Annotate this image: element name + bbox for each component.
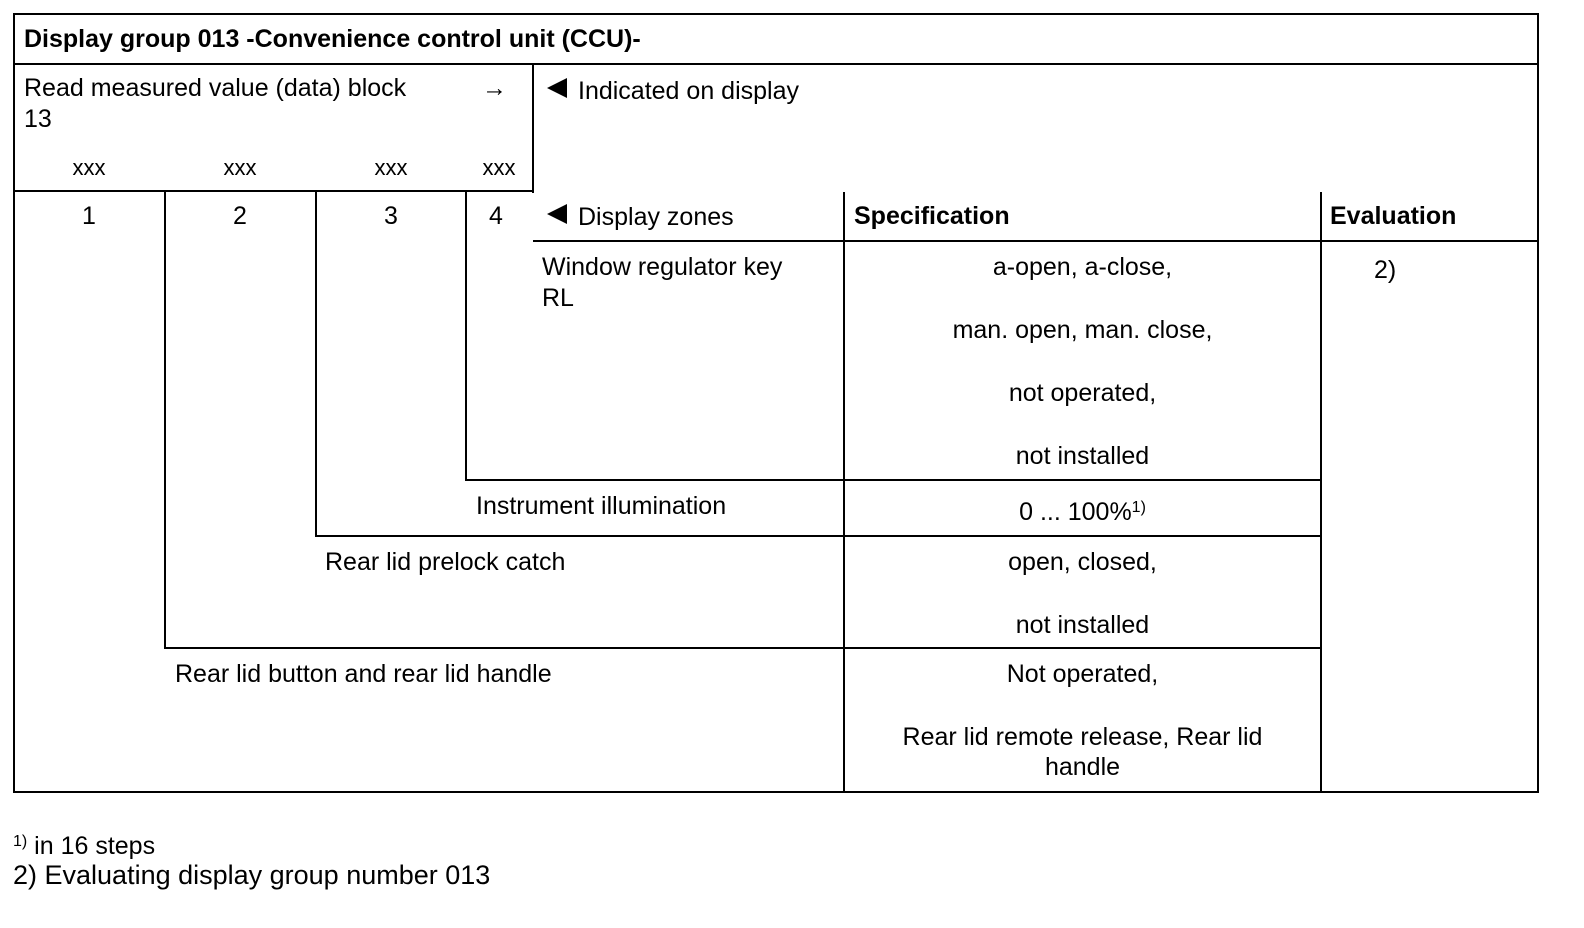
bracket-z4-bottom (465, 479, 1322, 481)
footnote-1-text: in 16 steps (27, 832, 156, 860)
field-number-1: 1 (82, 202, 96, 230)
xxx-field-4: xxx (482, 155, 516, 180)
footnote-1: 1) in 16 steps (13, 831, 155, 861)
indicated-on-display-label: Indicated on display (578, 77, 799, 105)
read-block-label: Read measured value (data) block (24, 74, 407, 102)
bracket-col3-right (465, 190, 467, 481)
zone2-spec-1: open, closed, (1008, 548, 1157, 576)
field-number-2: 2 (233, 202, 247, 230)
field-number-3: 3 (384, 202, 398, 230)
xxx-field-2: xxx (223, 155, 257, 180)
xxx-field-3: xxx (374, 155, 408, 180)
zone3-label: Instrument illumination (476, 492, 727, 520)
field-number-4: 4 (489, 202, 503, 230)
zone4-spec-4: not installed (1015, 442, 1150, 470)
pointer-triangle-icon (547, 78, 567, 98)
zone1-spec-2: Rear lid remote release, Rear lid (902, 723, 1263, 751)
header-display-zones: Display zones (578, 203, 734, 231)
header-specification: Specification (854, 202, 1010, 230)
zone4-evaluation: 2) (1374, 256, 1397, 284)
table-border-left (13, 13, 15, 793)
table-border-right (1537, 13, 1539, 793)
bracket-col2-right (315, 190, 317, 537)
zone1-label: Rear lid button and rear lid handle (175, 660, 552, 688)
zone4-spec-1: a-open, a-close, (992, 253, 1173, 281)
table-border-top (13, 13, 1539, 15)
zone4-label-line2: RL (542, 284, 574, 312)
read-block-arrow: → (482, 74, 507, 102)
zone3-spec-value: 0 ... 100% (1019, 498, 1132, 526)
spec-col-left-line (843, 192, 845, 792)
footnote-1-marker: 1) (13, 833, 28, 850)
zone1-spec-3: handle (1044, 753, 1121, 781)
readblock-right-divider (532, 63, 534, 193)
zone2-label: Rear lid prelock catch (325, 548, 566, 576)
bracket-z2-bottom (164, 647, 1322, 649)
zone4-spec-2: man. open, man. close, (952, 316, 1213, 344)
zone4-spec-3: not operated, (1008, 379, 1157, 407)
bracket-z3-bottom (315, 535, 1322, 537)
bracket-col1-right (164, 190, 166, 649)
xxx-field-1: xxx (72, 155, 106, 180)
zone4-label: Window regulator key (542, 253, 783, 281)
zone2-spec-2: not installed (1015, 611, 1150, 639)
footnote-2: 2) Evaluating display group number 013 (13, 860, 491, 890)
header-bottom-line (533, 240, 1539, 242)
title-divider (13, 63, 1539, 65)
read-block-number: 13 (24, 105, 52, 133)
header-evaluation: Evaluation (1330, 202, 1457, 230)
table-border-bottom (13, 791, 1539, 793)
zone3-spec-footnote-ref: 1) (1131, 499, 1146, 516)
pointer-triangle-icon (547, 204, 567, 224)
zone3-spec: 0 ... 100%1) (845, 497, 1320, 527)
table-title: Display group 013 -Convenience control u… (24, 25, 641, 53)
zone1-spec-1: Not operated, (1006, 660, 1159, 688)
eval-col-left-line (1320, 192, 1322, 792)
xxx-row-divider (13, 190, 534, 192)
